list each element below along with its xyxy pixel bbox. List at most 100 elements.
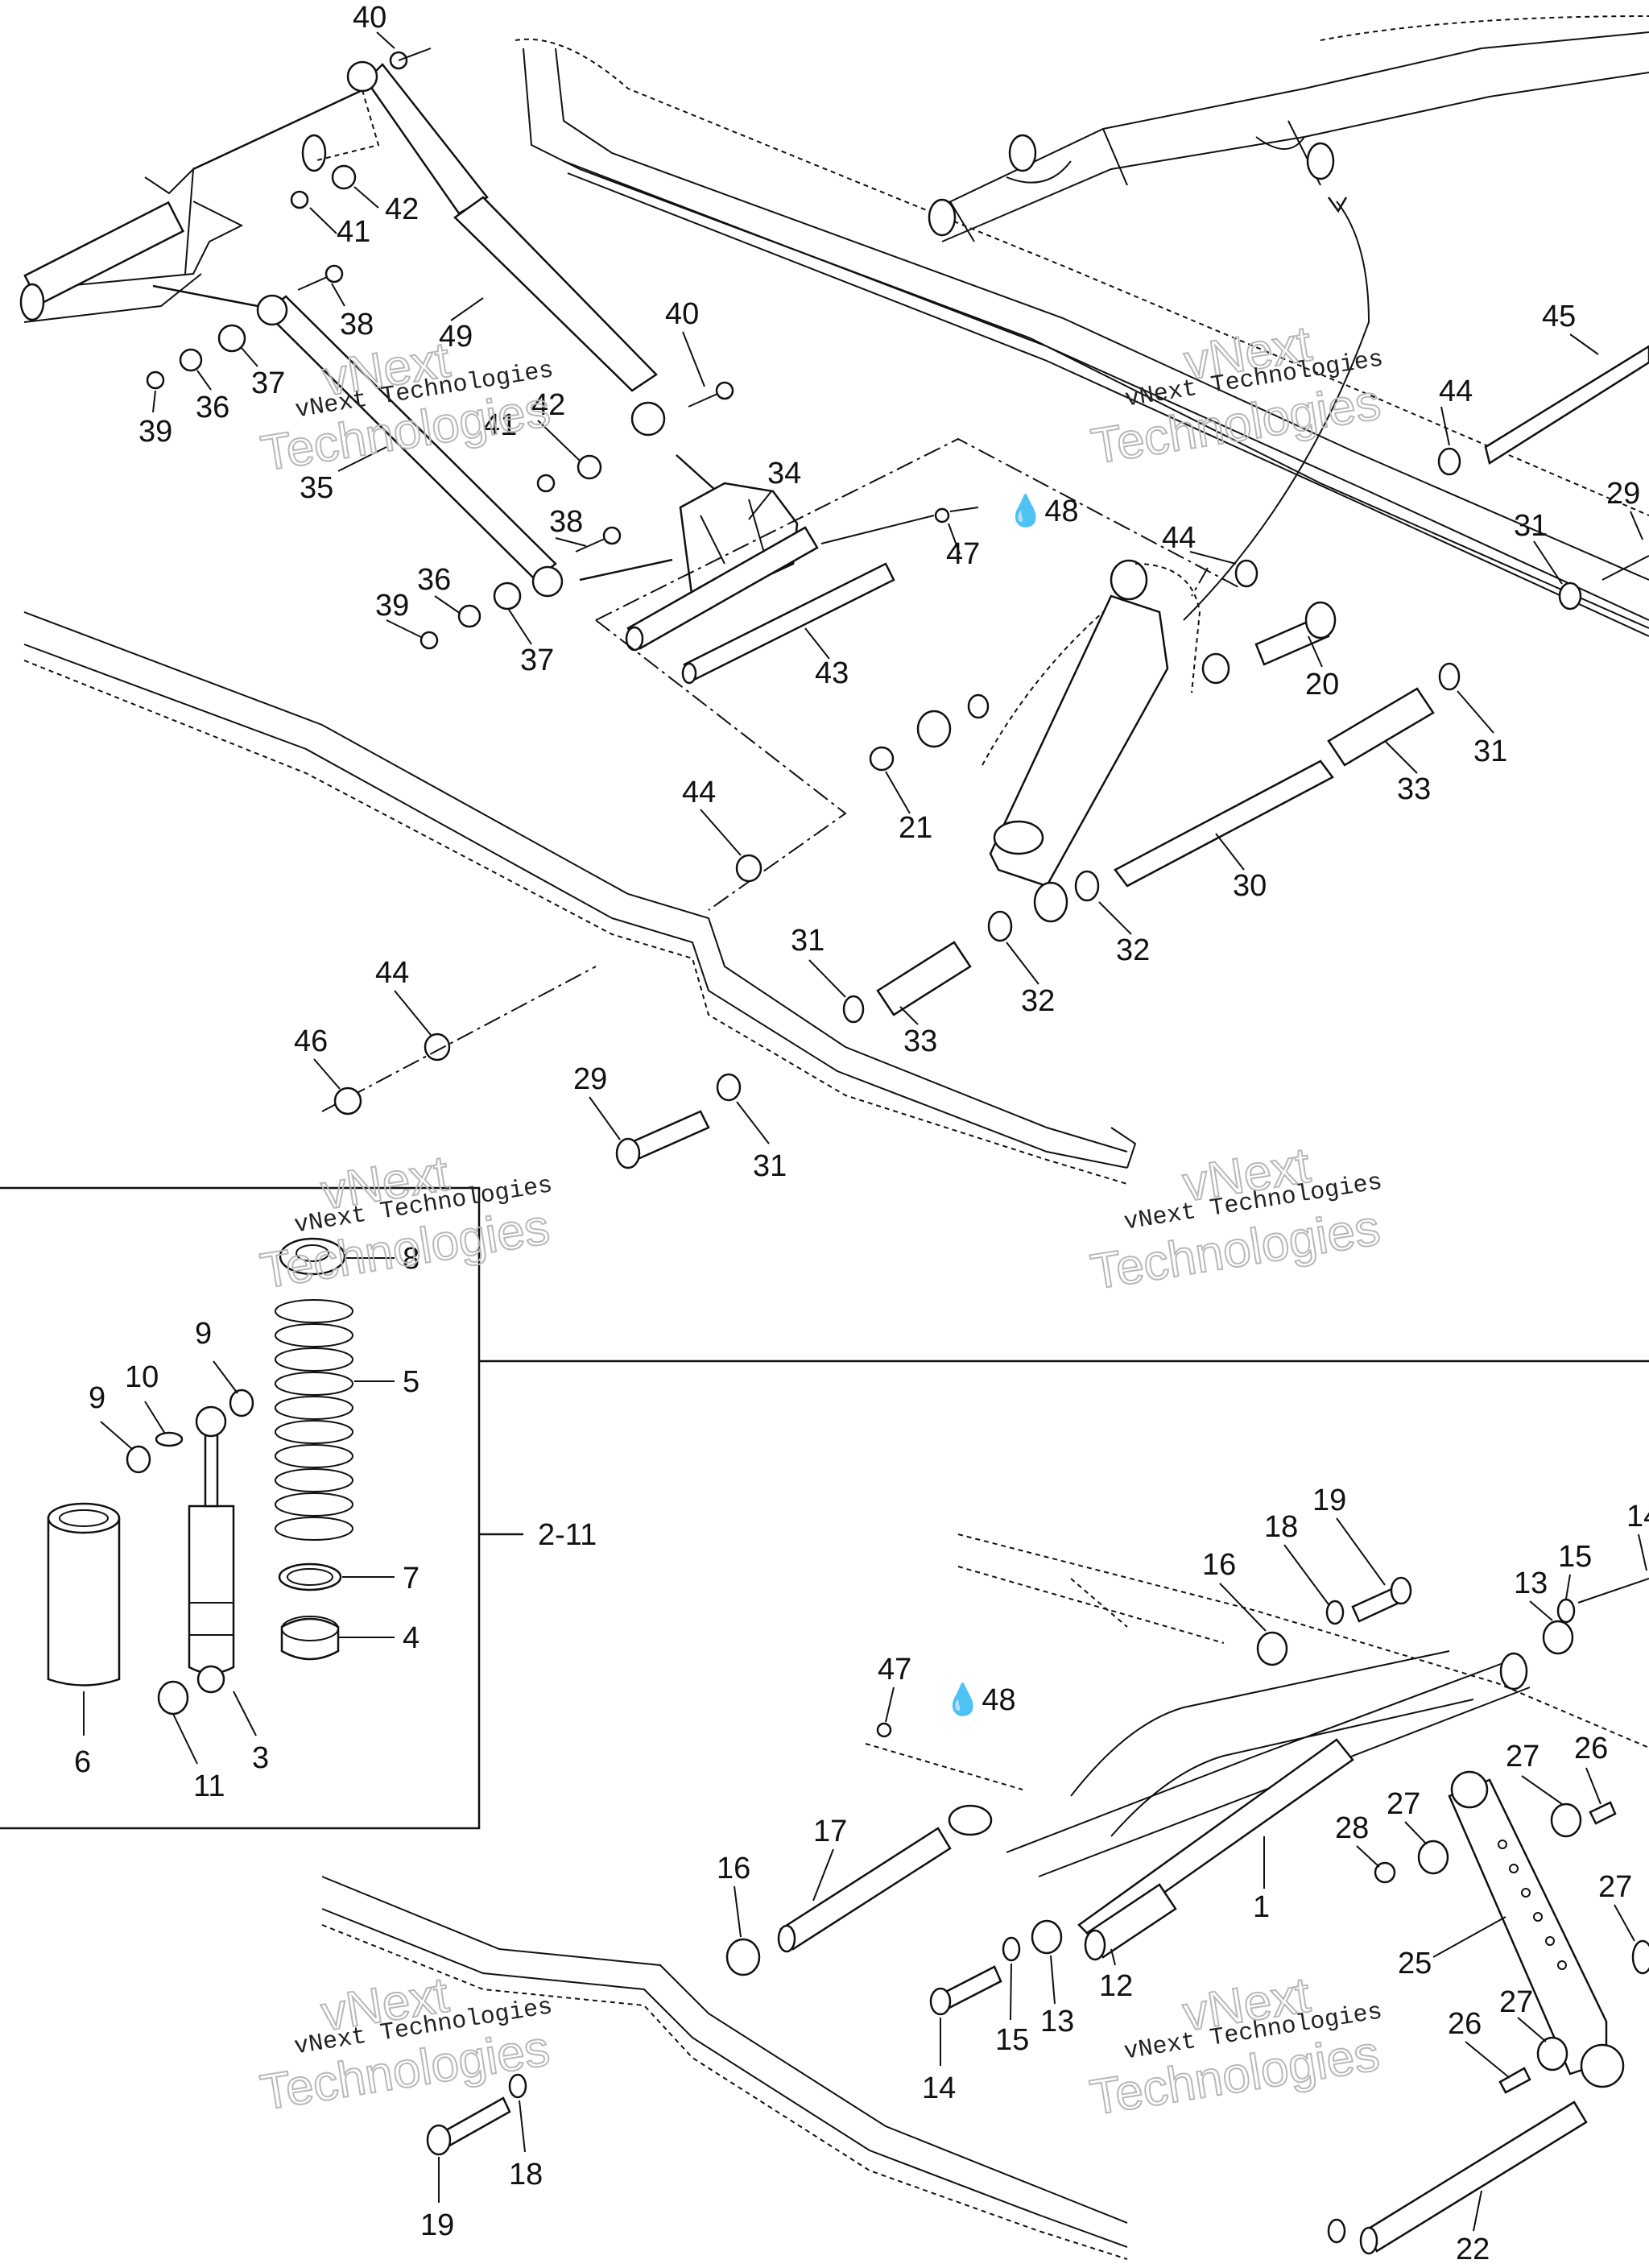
nut-28	[1374, 1861, 1396, 1884]
nut-46	[333, 1086, 362, 1115]
callout-6: 6	[74, 1745, 91, 1779]
shock-rod-3	[204, 1424, 219, 1508]
pin-10	[155, 1431, 184, 1447]
spring-retainer-8-inner	[295, 1244, 329, 1262]
callout-38a: 38	[340, 308, 374, 341]
bushing-32-left	[987, 910, 1013, 942]
callout-18b: 18	[509, 2158, 543, 2191]
washer-27-a	[1550, 1802, 1582, 1838]
coil-spring-5	[275, 1299, 353, 1541]
washer-18-bottom	[508, 2073, 527, 2099]
arrow-front-arm-2	[152, 284, 258, 308]
callout-35: 35	[300, 471, 333, 505]
callout-27d: 27	[1499, 1985, 1533, 2019]
tube-34-end	[625, 626, 644, 652]
callout-8: 8	[403, 1242, 419, 1276]
arm-1-pivot-right	[1499, 1652, 1528, 1691]
washer-31-top-right	[1558, 581, 1582, 610]
leader-3	[233, 1691, 257, 1736]
front-arm-1	[1006, 1650, 1531, 1877]
shock-eye-3-bottom	[196, 1665, 225, 1694]
spacer-33-bottom	[876, 941, 972, 1016]
callout-11: 11	[193, 1769, 225, 1803]
washer-27-b	[1417, 1840, 1449, 1875]
center-shock	[989, 594, 1169, 888]
bottom-assembly	[321, 1533, 1649, 2260]
callout-25: 25	[1398, 1947, 1432, 1980]
front-arm-tube	[23, 201, 184, 306]
arrow-front-arm-1	[192, 89, 363, 171]
bushing-16-top	[1256, 1631, 1288, 1666]
rail-upper-edge	[563, 160, 1649, 637]
rail-lower-end	[1110, 1127, 1137, 1169]
ring-7	[278, 1562, 342, 1591]
callout-47b: 47	[878, 1653, 911, 1687]
nut-39-top	[146, 370, 165, 390]
frame-ghost	[957, 1533, 1649, 1749]
callout-27a: 27	[1506, 1740, 1539, 1773]
callout-36b: 36	[417, 563, 451, 597]
callouts: 40 42 41 38 49 37 36 39 35 40 42 41 34 💧…	[74, 1, 1649, 2266]
callout-33b: 33	[903, 1024, 937, 1058]
callout-10: 10	[125, 1360, 159, 1394]
washer-44-right	[1234, 559, 1258, 588]
leader-11	[172, 1713, 198, 1765]
callout-16a: 16	[1202, 1548, 1236, 1582]
link-25-bottom-eye	[1580, 2043, 1625, 2088]
bushing-36-top	[179, 348, 203, 372]
bolt-40-mid-head	[715, 381, 734, 400]
callout-14a: 14	[1626, 1500, 1649, 1533]
callout-48b: 💧48	[944, 1682, 1016, 1717]
center-shock-dashed	[982, 563, 1201, 766]
bushing-36-bottom	[457, 604, 481, 628]
shock-absorber-49-body	[453, 196, 658, 392]
callout-7: 7	[403, 1562, 419, 1595]
shock-mount-panel	[595, 437, 1241, 911]
callout-41b: 41	[483, 408, 517, 442]
callout-3: 3	[252, 1741, 269, 1775]
callout-31a: 31	[1514, 509, 1548, 543]
front-arm-tube-end	[19, 283, 45, 321]
callout-45: 45	[1542, 300, 1576, 333]
callout-4: 4	[403, 1621, 419, 1655]
bolt-40-top-shaft	[398, 48, 432, 61]
rear-arm-tube-end	[928, 198, 957, 237]
callout-1: 1	[1253, 1890, 1270, 1924]
shaft-22-end	[1359, 2226, 1378, 2255]
bushing-37-top	[217, 324, 246, 353]
callout-18a: 18	[1264, 1510, 1298, 1544]
watermark-top-right: vNext vNext Technologies Technologies	[1087, 315, 1385, 475]
bolt-14-top	[1577, 1578, 1649, 1604]
bushing-37-bottom	[493, 581, 522, 610]
nut-41-mid	[536, 474, 556, 493]
shock-49-eye-top	[346, 60, 378, 93]
bolt-19-bottom-head	[426, 2124, 452, 2156]
shock-body-3-bands	[189, 1602, 234, 1636]
washer-27-d	[1631, 1939, 1649, 1975]
callout-32a: 32	[1116, 933, 1150, 967]
callout-37b: 37	[520, 644, 554, 677]
reservoir-6	[47, 1517, 121, 1687]
callout-32b: 32	[1021, 984, 1055, 1018]
callout-29a: 29	[1606, 477, 1640, 511]
front-arm-tube-end-2	[301, 134, 327, 172]
bushing-9-left	[126, 1445, 151, 1474]
callout-20: 20	[1305, 668, 1339, 702]
rail-upper-dashed	[515, 38, 1649, 516]
callout-14b: 14	[922, 2071, 956, 2105]
nut-21	[869, 746, 895, 772]
washer-31-low	[716, 1073, 742, 1102]
arrow-to-bracket-2	[579, 558, 673, 581]
callout-9r: 9	[195, 1317, 212, 1351]
shaft-45	[1484, 345, 1649, 465]
ring-7-inner	[287, 1568, 333, 1586]
callout-15a: 15	[1558, 1540, 1592, 1574]
bushing-13-bottom	[1031, 1919, 1063, 1955]
callout-34: 34	[767, 457, 801, 490]
callout-29b: 29	[573, 1062, 607, 1096]
bushing-9-right	[229, 1389, 254, 1418]
bolt-29-top-right	[1601, 555, 1649, 581]
callout-40a: 40	[353, 1, 386, 35]
leader-lines	[152, 31, 1647, 2232]
